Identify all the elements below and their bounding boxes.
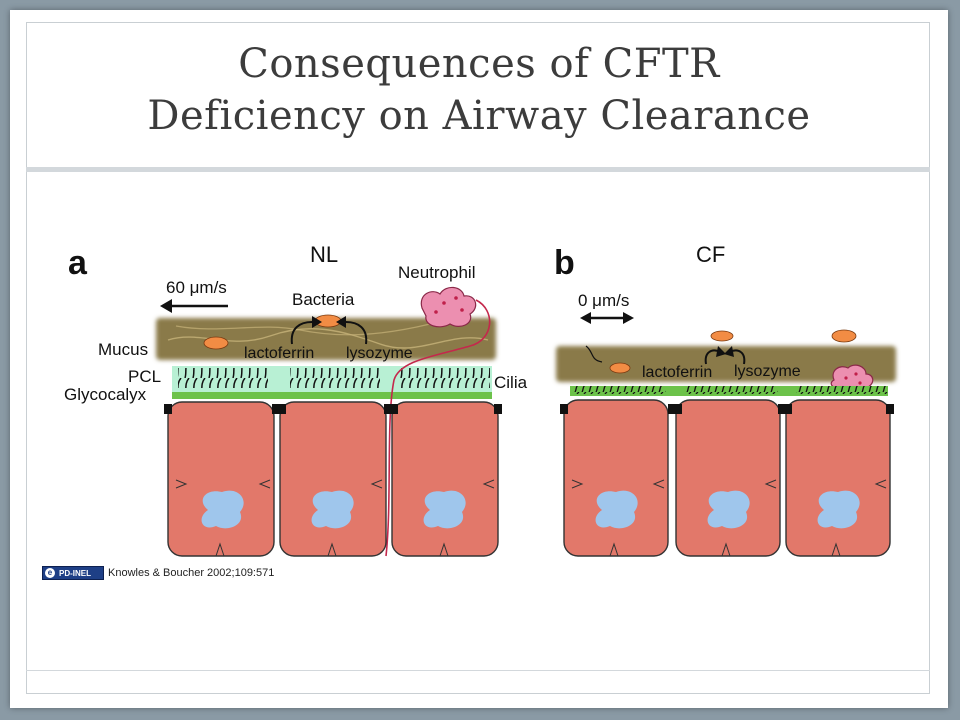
label-cilia: Cilia [494,373,528,392]
label-glycocalyx: Glycocalyx [64,385,147,404]
license-badge[interactable]: e PD-INEL [42,566,104,580]
nucleus-icon [201,490,244,529]
panel-a-letter: a [68,244,88,282]
panel-b-condition: CF [696,242,725,267]
title-line-2: Deficiency on Airway Clearance [147,93,811,139]
mucus-layer-b [556,346,896,382]
nucleus-icon [595,490,638,529]
cilia-cell-1 [178,368,268,388]
footer-divider [26,670,930,671]
bacterium-icon [831,329,857,343]
flattened-cilia [796,386,888,394]
title-divider [26,167,930,172]
nucleus-icon [311,490,354,529]
neutrophil-icon [420,286,477,328]
panel-b-letter: b [554,244,575,282]
panel-b-speed: 0 μm/s [578,291,629,310]
label-bacteria: Bacteria [292,290,355,309]
label-lactoferrin-a: lactoferrin [244,345,314,362]
title-line-1: Consequences of CFTR [238,41,720,87]
neutrophil-migration-path [385,299,491,557]
nucleus-icon [707,490,750,529]
label-mucus: Mucus [98,340,148,359]
cilia-cell-3 [400,368,490,388]
label-pcl: PCL [128,367,161,386]
label-lysozyme-a: lysozyme [346,345,413,362]
panel-a-condition: NL [310,242,338,267]
license-icon: e [45,568,55,578]
flattened-cilia [686,386,778,394]
nucleus-icon [817,490,860,529]
epithelial-cells-b [560,399,894,557]
bacterium-icon [710,330,734,342]
panel-a: a NL 60 μm/s [64,242,528,557]
label-lactoferrin-b: lactoferrin [642,364,712,381]
flattened-cilia [574,386,666,394]
panel-b: b CF 0 μm/s lactoferri [554,242,896,557]
glycocalyx-layer-a [172,392,492,399]
label-lysozyme-b: lysozyme [734,363,801,380]
no-flow-arrow-icon [580,312,634,324]
image-credit: e PD-INEL Knowles & Boucher 2002;109:571 [42,565,274,581]
bacterium-icon [203,336,229,350]
bacterium-icon [609,362,631,374]
epithelial-cells-a [164,401,502,557]
slide-frame [26,22,930,694]
panel-a-speed: 60 μm/s [166,278,227,297]
label-neutrophil: Neutrophil [398,263,476,282]
license-label: PD-INEL [59,568,91,578]
citation-text: Knowles & Boucher 2002;109:571 [108,567,275,579]
slide-title: Consequences of CFTR Deficiency on Airwa… [10,38,948,142]
cilia-cell-2 [290,368,380,388]
flow-arrow-icon [160,299,228,313]
nucleus-icon [423,490,466,529]
